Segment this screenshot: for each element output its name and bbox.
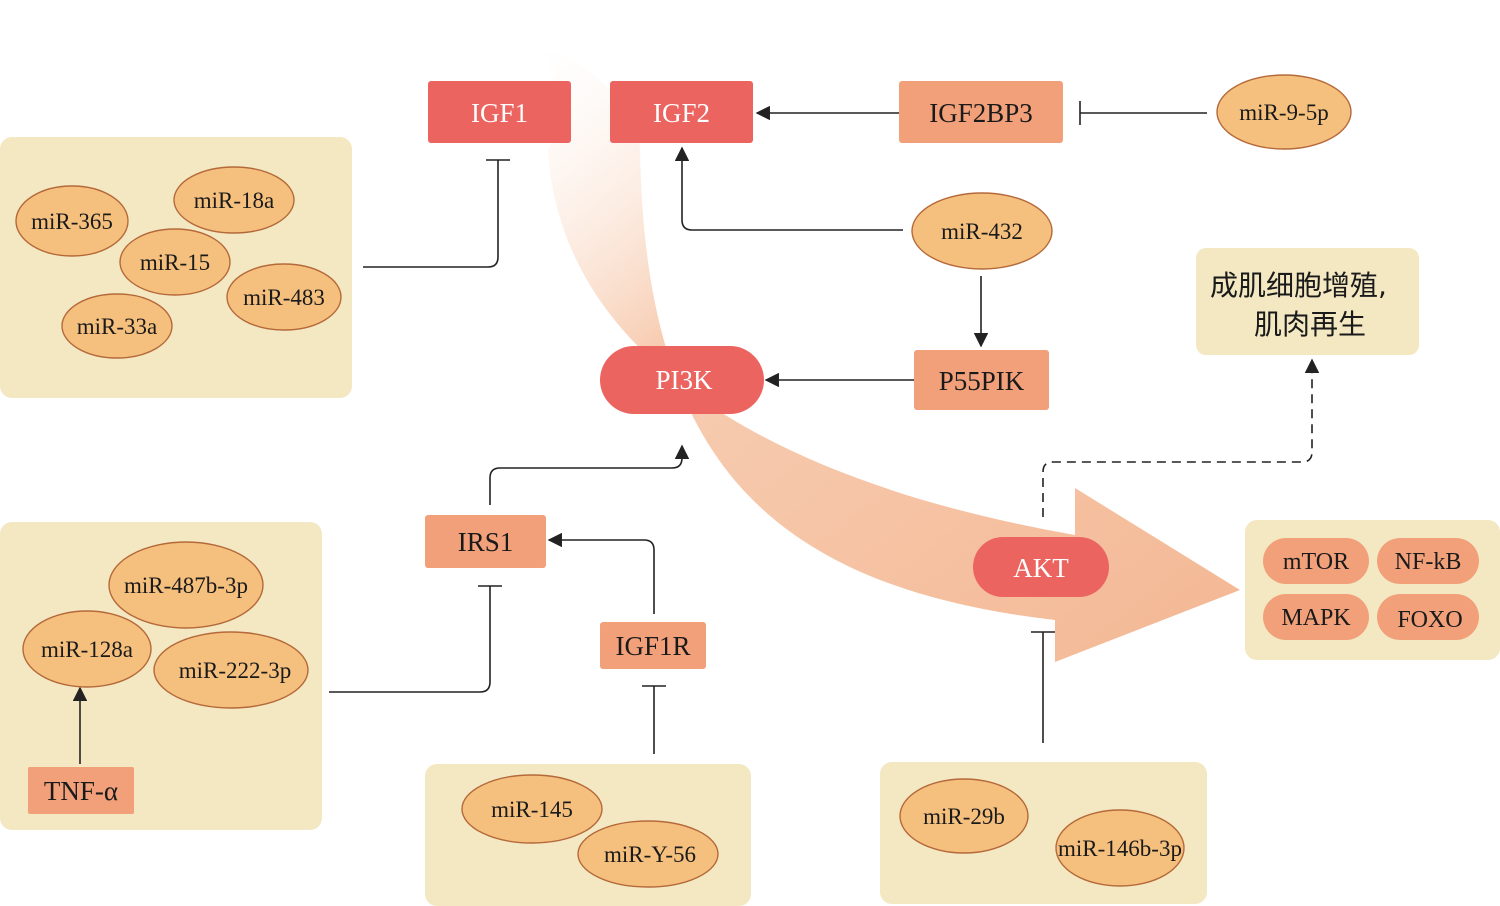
mir-487b-3p-label: miR-487b-3p <box>124 573 248 598</box>
mir-365-ellipse <box>15 185 129 257</box>
igf2-label: IGF2 <box>653 98 710 128</box>
mir-222-3p-label: miR-222-3p <box>179 658 291 683</box>
mir-146b-3p-label: miR-146b-3p <box>1058 836 1182 861</box>
foxo-label: FOXO <box>1397 607 1462 633</box>
edge-irs1-to-pi3k <box>489 444 690 505</box>
edge-mirnas-inhibit-igf1 <box>363 160 499 268</box>
igf1r-label: IGF1R <box>615 631 690 661</box>
mir-432-label: miR-432 <box>941 219 1023 244</box>
mtor-label: mTOR <box>1283 549 1349 575</box>
tnf-alpha-label: TNF-α <box>44 776 118 806</box>
mtor-pill <box>1263 538 1369 584</box>
mir-365-label: miR-365 <box>31 209 113 234</box>
mir-29b-label: miR-29b <box>923 804 1005 829</box>
mir-487b-3p-ellipse <box>108 541 264 629</box>
mapk-pill <box>1263 594 1369 640</box>
mir-29b-ellipse <box>899 778 1029 854</box>
pi3k-label: PI3K <box>655 365 713 395</box>
foxo-pill <box>1377 594 1479 640</box>
edge-akt-to-outcome <box>1042 358 1320 517</box>
igf1r-box <box>600 622 706 669</box>
mir-145-label: miR-145 <box>491 797 573 822</box>
mir-9-5p-label: miR-9-5p <box>1239 100 1328 125</box>
igf2bp3-box <box>899 81 1063 143</box>
mir-432-ellipse <box>911 192 1053 270</box>
mir-483-ellipse <box>226 263 342 331</box>
outcome-panel <box>1196 248 1419 355</box>
edge-igf1r-to-irs1 <box>547 532 655 614</box>
igf1-box <box>428 81 571 143</box>
mir-146b-3p-ellipse <box>1055 809 1185 887</box>
outcome-line-1: 成肌细胞增殖, <box>1210 269 1387 302</box>
igf1-label: IGF1 <box>471 98 528 128</box>
mir-y-56-ellipse <box>577 820 719 888</box>
mir-145-ellipse <box>461 774 603 844</box>
mir-33a-ellipse <box>61 293 173 359</box>
igf2-box <box>610 81 753 143</box>
mir-y-56-label: miR-Y-56 <box>604 842 696 867</box>
p55pik-label: P55PIK <box>939 366 1025 396</box>
irs1-label: IRS1 <box>458 527 514 557</box>
nfkb-pill <box>1377 538 1479 584</box>
akt-label: AKT <box>1013 553 1069 583</box>
pi3k-box <box>600 346 764 414</box>
outcome-line-2: 肌肉再生 <box>1254 308 1366 341</box>
tnf-alpha-box <box>28 767 134 814</box>
mir-483-label: miR-483 <box>243 285 325 310</box>
mir-9-5p-ellipse <box>1216 74 1352 150</box>
mir-18a-label: miR-18a <box>194 188 275 213</box>
mir-15-label: miR-15 <box>140 250 210 275</box>
mir-128a-label: miR-128a <box>41 637 133 662</box>
mir-222-3p-ellipse <box>153 631 309 709</box>
nfkb-label: NF-kB <box>1395 549 1462 575</box>
mir-15-ellipse <box>119 228 231 296</box>
akt-box <box>973 537 1109 597</box>
edge-mir432-to-igf2 <box>674 146 903 231</box>
edge-mirnas-inhibit-irs1 <box>329 586 491 693</box>
p55pik-box <box>914 350 1049 410</box>
mir-33a-label: miR-33a <box>77 314 158 339</box>
mir-128a-ellipse <box>22 610 152 688</box>
igf2bp3-label: IGF2BP3 <box>929 98 1033 128</box>
irs1-box <box>425 515 546 568</box>
mir-18a-ellipse <box>173 166 295 234</box>
mapk-label: MAPK <box>1281 605 1351 631</box>
